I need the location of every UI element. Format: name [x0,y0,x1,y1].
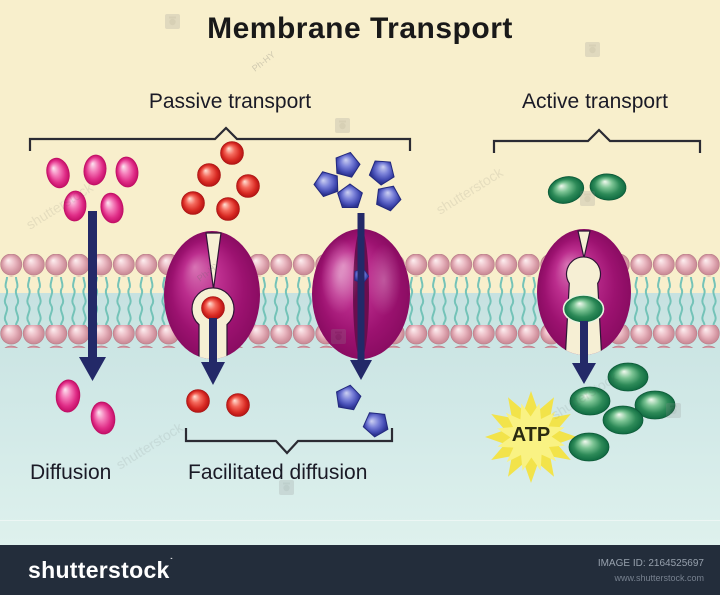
facilitated-diffusion-label: Facilitated diffusion [188,461,368,484]
red-molecule-in-channel [201,296,225,320]
blue-molecule [371,180,406,214]
blue-molecule [365,153,401,189]
blue-molecules-below [333,382,393,440]
pump-funnel [577,230,591,259]
blue-molecules-above [310,148,406,214]
image-id: IMAGE ID: 2164525697 [597,557,704,569]
carrier-arrow [350,213,372,380]
watermark-credit: Ph-HY [250,49,277,73]
red-molecule [226,393,250,417]
green-molecule [568,432,610,462]
red-molecule [216,197,240,221]
page-title: Membrane Transport [207,12,513,45]
blue-molecule [337,183,363,209]
carrier-protein [312,213,410,380]
shutterstock-logo-text: shutterstock [28,556,170,583]
pink-molecule [114,155,140,189]
channel-protein [164,231,260,385]
atp-starburst [485,391,577,483]
red-molecule [197,163,221,187]
pink-molecule [43,155,73,191]
red-molecule [186,389,210,413]
red-molecules-above [181,141,260,221]
pink-molecule [54,378,82,414]
pump-protein [537,229,631,384]
channel-funnel [205,232,222,290]
pink-molecule [88,400,118,436]
membrane-transport-diagram: shutterstock shutterstock shutterstock s… [0,14,720,495]
blue-molecule [333,382,363,412]
active-transport-label: Active transport [522,90,668,113]
shutterstock-logo: shutterstock˙ [28,557,174,584]
red-molecules-below [186,389,250,417]
pink-molecules-below [54,378,118,436]
passive-transport-label: Passive transport [148,90,312,113]
green-molecule [602,405,644,435]
passive-transport-bracket [28,126,412,151]
blue-molecule [358,406,393,440]
diffusion-arrow [79,211,106,381]
pump-arrow [572,321,596,384]
image-info: IMAGE ID: 2164525697 www.shutterstock.co… [598,556,704,585]
red-molecule [220,141,244,165]
watermark-camera-badges [165,14,681,495]
watermark-text: shutterstock [433,163,506,217]
diagram-canvas: shutterstock shutterstock shutterstock s… [0,0,720,545]
active-transport-bracket [492,128,702,153]
watermark-band-edge [0,520,720,521]
channel-arrow [201,318,225,385]
green-molecule-in-pump [562,294,605,324]
blue-molecule [331,148,363,179]
diffusion-label: Diffusion [30,461,112,484]
atp-label: ATP [511,424,551,446]
watermark-footer-bar: shutterstock˙ IMAGE ID: 2164525697 www.s… [0,545,720,595]
brackets [28,126,702,455]
pink-molecule [98,190,126,226]
shutterstock-logo-mark: ˙ [169,556,174,569]
facilitated-diffusion-bracket [184,428,394,455]
red-molecule [236,174,260,198]
watermark-text: shutterstock [113,418,186,472]
red-molecule [181,191,205,215]
website-url: www.shutterstock.com [614,572,704,583]
